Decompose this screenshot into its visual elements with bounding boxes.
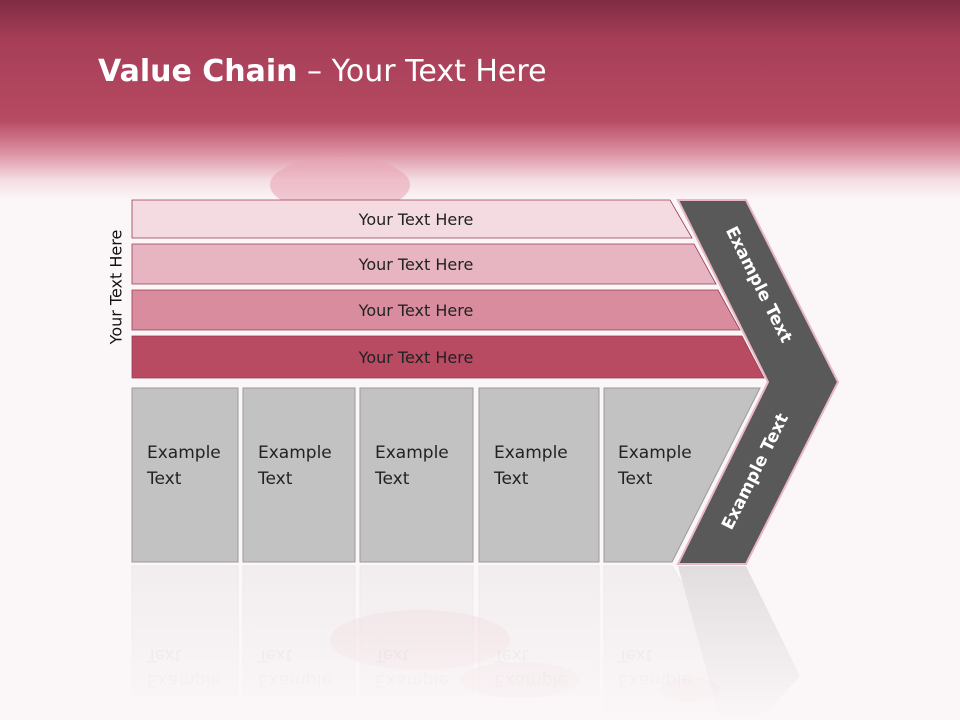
band-3: [131, 289, 741, 331]
band-label-3: Your Text Here: [358, 301, 474, 320]
activity-box-3: [359, 387, 474, 563]
activity-box-label-1-line1: Example: [147, 443, 221, 463]
title-bold: Value Chain: [98, 54, 298, 89]
band-4: [131, 335, 765, 379]
title-rest: – Your Text Here: [297, 54, 547, 89]
activity-box-label-4-line2: Text: [493, 469, 529, 489]
activity-box-label-5-line1: Example: [618, 443, 692, 463]
band-1: [131, 199, 693, 239]
activity-box-label-3-line2: Text: [374, 469, 410, 489]
activity-box-label-2-line2: Text: [257, 469, 293, 489]
band-label-1: Your Text Here: [358, 210, 474, 229]
activity-box-4: [478, 387, 600, 563]
activity-box-label-5-line2: Text: [617, 469, 653, 489]
activity-box-label-3-line1: Example: [375, 443, 449, 463]
activity-box-5: [603, 387, 761, 563]
band-label-4: Your Text Here: [358, 348, 474, 367]
slide-title: Value Chain – Your Text Here: [98, 54, 547, 89]
header-banner: [0, 0, 960, 200]
band-2: [131, 243, 717, 285]
activity-box-label-1-line2: Text: [146, 469, 182, 489]
activity-box-label-4-line1: Example: [494, 443, 568, 463]
activity-box-2: [242, 387, 356, 563]
activity-box-1: [131, 387, 239, 563]
activity-box-label-2-line1: Example: [258, 443, 332, 463]
band-label-2: Your Text Here: [358, 255, 474, 274]
chevron-shape: [676, 199, 840, 565]
reflection-fade: [100, 565, 860, 720]
